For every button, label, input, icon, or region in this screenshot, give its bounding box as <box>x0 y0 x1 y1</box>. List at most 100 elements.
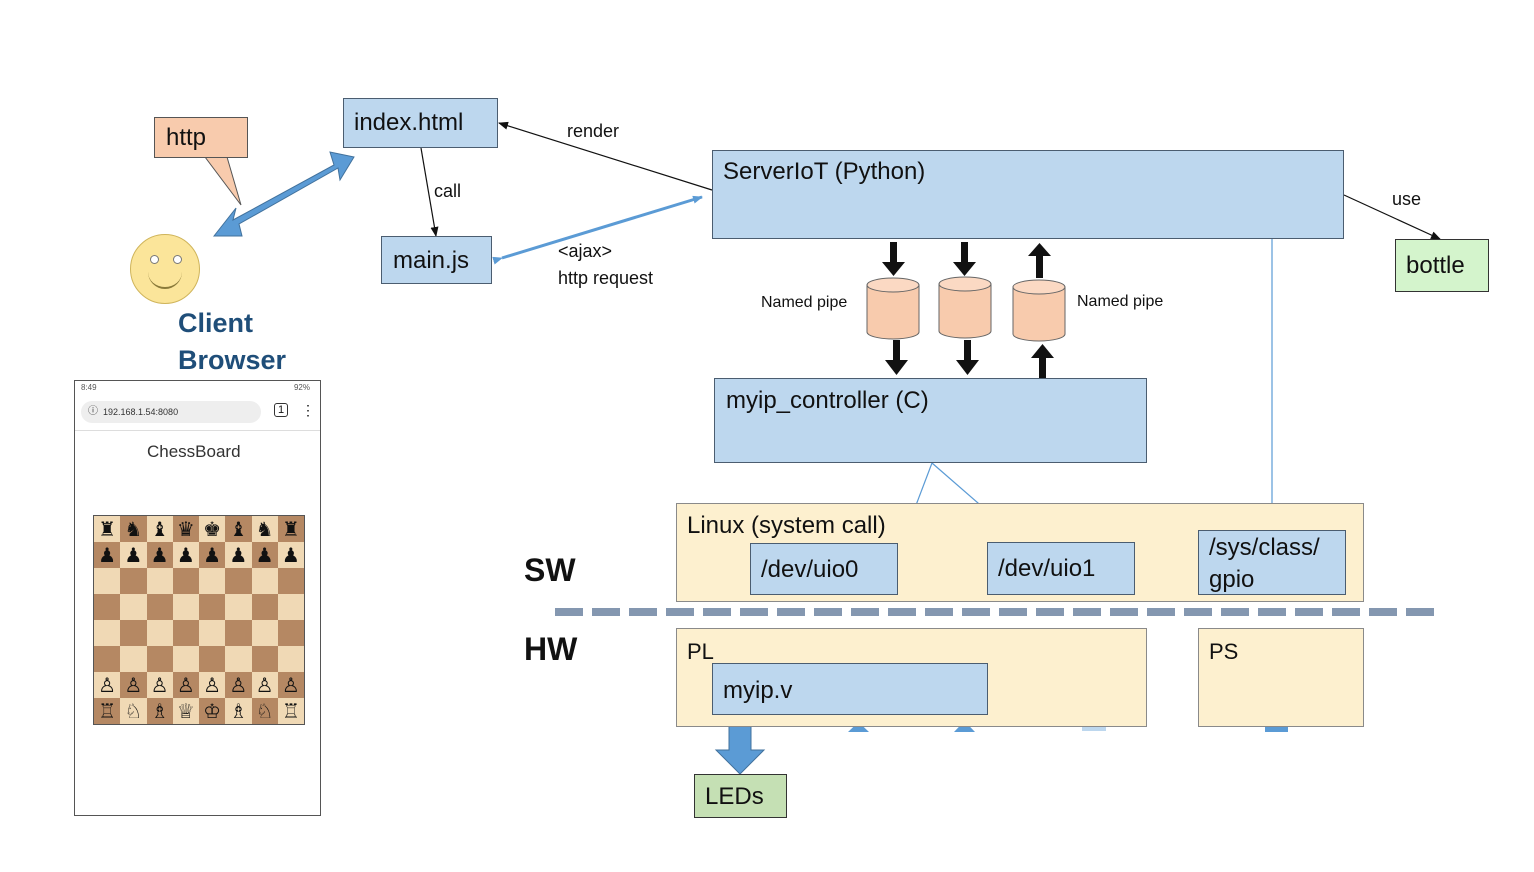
chess-square[interactable] <box>251 620 278 646</box>
chess-square[interactable] <box>172 646 199 672</box>
chess-square[interactable]: ♚ <box>199 516 226 542</box>
chess-square[interactable] <box>199 568 226 594</box>
chess-square[interactable] <box>146 594 173 620</box>
chess-square[interactable]: ♗ <box>225 698 252 724</box>
render-arrow <box>498 121 713 191</box>
pl-port-3 <box>1082 727 1106 731</box>
chess-square[interactable]: ♟ <box>277 542 304 568</box>
chess-square[interactable] <box>120 646 147 672</box>
menu-icon[interactable]: ⋮ <box>301 402 315 418</box>
pipe-arrow-down-1 <box>882 242 905 276</box>
chess-square[interactable] <box>199 594 226 620</box>
ps-port <box>1265 727 1288 732</box>
chess-square[interactable]: ♙ <box>120 672 147 698</box>
chess-square[interactable]: ♟ <box>172 542 199 568</box>
chess-square[interactable] <box>120 594 147 620</box>
chess-square[interactable]: ♙ <box>251 672 278 698</box>
linux-label: Linux (system call) <box>687 512 886 539</box>
chess-square[interactable] <box>251 594 278 620</box>
chess-square[interactable] <box>94 594 121 620</box>
chess-square[interactable]: ♛ <box>172 516 199 542</box>
chess-square[interactable] <box>120 568 147 594</box>
chess-square[interactable] <box>94 620 121 646</box>
chess-square[interactable] <box>225 568 252 594</box>
pl-label: PL <box>687 639 714 664</box>
uio0-box: /dev/uio0 <box>750 543 898 595</box>
chess-square[interactable] <box>146 620 173 646</box>
chess-square[interactable]: ♘ <box>251 698 278 724</box>
chess-square[interactable] <box>251 646 278 672</box>
named-pipe-cylinder-3 <box>1012 279 1066 342</box>
chess-square[interactable]: ♙ <box>199 672 226 698</box>
hw-label: HW <box>524 631 578 667</box>
chess-square[interactable] <box>225 594 252 620</box>
chess-square[interactable] <box>172 594 199 620</box>
ps-box: PS <box>1198 628 1364 727</box>
chess-square[interactable] <box>146 568 173 594</box>
use-arrow <box>1343 194 1441 240</box>
chess-board[interactable]: ♜♞♝♛♚♝♞♜♟♟♟♟♟♟♟♟♙♙♙♙♙♙♙♙♖♘♗♕♔♗♘♖ <box>93 515 305 725</box>
chess-square[interactable] <box>277 620 304 646</box>
ajax-label: <ajax> <box>558 241 613 261</box>
chess-square[interactable]: ♝ <box>146 516 173 542</box>
http-callout: http <box>154 117 248 158</box>
chess-square[interactable]: ♟ <box>225 542 252 568</box>
chess-square[interactable] <box>225 620 252 646</box>
chess-square[interactable] <box>120 620 147 646</box>
chess-square[interactable]: ♟ <box>94 542 121 568</box>
chess-square[interactable]: ♖ <box>277 698 304 724</box>
chess-square[interactable] <box>172 568 199 594</box>
leds-box: LEDs <box>694 774 787 818</box>
chess-square[interactable]: ♟ <box>120 542 147 568</box>
info-icon: ⓘ <box>88 406 98 417</box>
named-pipe-cylinder-1 <box>866 277 920 340</box>
chess-square[interactable]: ♟ <box>146 542 173 568</box>
phone-status-bar: 8:49 92% <box>81 383 314 392</box>
chess-square[interactable] <box>199 620 226 646</box>
chess-square[interactable]: ♞ <box>251 516 278 542</box>
client-smiley-icon <box>130 234 200 304</box>
chess-square[interactable]: ♜ <box>94 516 121 542</box>
chess-square[interactable] <box>277 594 304 620</box>
use-label: use <box>1392 189 1422 209</box>
pipe-arrow-up-6 <box>1031 344 1054 378</box>
chess-square[interactable] <box>277 568 304 594</box>
bottle-box: bottle <box>1395 239 1489 292</box>
tabs-icon[interactable]: 1 <box>274 403 288 417</box>
chess-square[interactable] <box>277 646 304 672</box>
server-iot-label: ServerIoT (Python) <box>723 158 926 185</box>
main-js-label: main.js <box>393 247 470 274</box>
server-iot-box: ServerIoT (Python) <box>712 150 1344 239</box>
chess-square[interactable] <box>172 620 199 646</box>
chess-square[interactable] <box>225 646 252 672</box>
chess-square[interactable] <box>94 646 121 672</box>
uio1-box: /dev/uio1 <box>987 542 1135 595</box>
chess-square[interactable] <box>146 646 173 672</box>
chess-square[interactable] <box>251 568 278 594</box>
myip-v-label: myip.v <box>723 677 793 704</box>
phone-divider <box>75 430 320 431</box>
chess-square[interactable]: ♘ <box>120 698 147 724</box>
myip-v-box: myip.v <box>712 663 988 715</box>
main-js-box: main.js <box>381 236 492 284</box>
chess-square[interactable]: ♜ <box>277 516 304 542</box>
chess-square[interactable]: ♝ <box>225 516 252 542</box>
chess-square[interactable]: ♟ <box>199 542 226 568</box>
phone-url-bar[interactable]: ⓘ 192.168.1.54:8080 <box>81 401 261 423</box>
chess-square[interactable]: ♞ <box>120 516 147 542</box>
chess-square[interactable]: ♕ <box>172 698 199 724</box>
chess-square[interactable]: ♙ <box>94 672 121 698</box>
call-arrow <box>420 147 439 237</box>
chess-square[interactable]: ♙ <box>172 672 199 698</box>
chess-square[interactable]: ♟ <box>251 542 278 568</box>
chess-square[interactable]: ♖ <box>94 698 121 724</box>
chess-square[interactable] <box>94 568 121 594</box>
chess-square[interactable]: ♔ <box>199 698 226 724</box>
chess-square[interactable]: ♙ <box>225 672 252 698</box>
pipe-arrow-up-3 <box>1028 243 1051 278</box>
chess-square[interactable]: ♙ <box>277 672 304 698</box>
chess-square[interactable]: ♗ <box>146 698 173 724</box>
chess-square[interactable] <box>199 646 226 672</box>
chess-square[interactable]: ♙ <box>146 672 173 698</box>
